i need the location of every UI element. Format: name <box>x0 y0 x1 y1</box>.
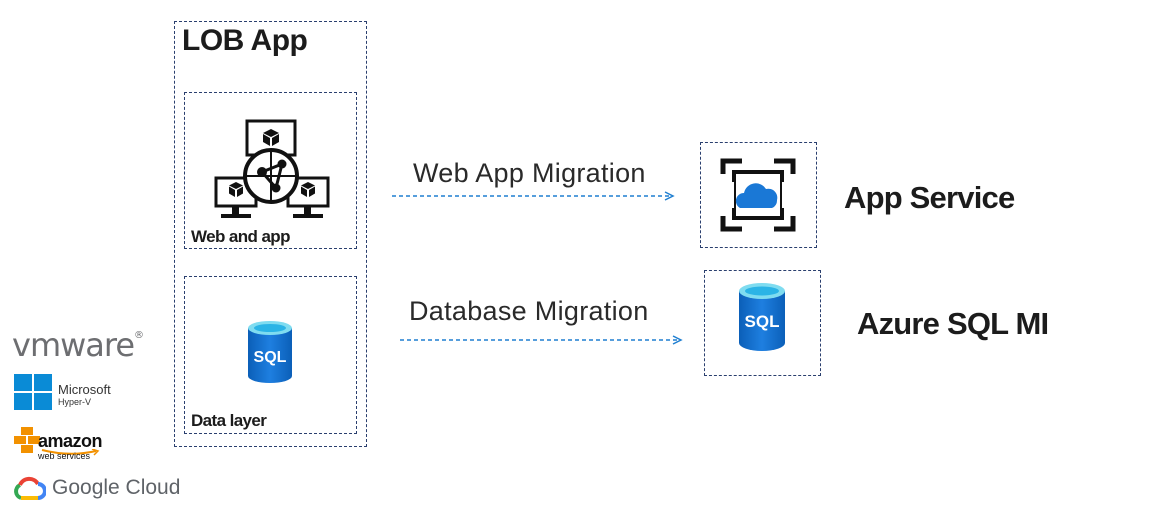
app-service-label: App Service <box>844 180 1015 215</box>
aws-logo: amazon web services <box>12 425 122 465</box>
app-service-box <box>700 142 817 248</box>
web-tier-box <box>184 92 357 249</box>
vmware-trademark: ® <box>134 330 144 341</box>
google-cloud-icon <box>14 476 46 500</box>
vmware-logo-text: vmware <box>12 326 135 364</box>
db-migration-arrow <box>400 335 683 345</box>
web-migration-label: Web App Migration <box>413 158 646 188</box>
hyperv-logo: Microsoft Hyper-V <box>14 374 134 412</box>
hyperv-line1: Microsoft <box>58 382 111 397</box>
sql-mi-label: Azure SQL MI <box>857 306 1049 341</box>
aws-smile-icon <box>41 449 100 456</box>
google-cloud-text: Google Cloud <box>52 476 181 499</box>
sql-icon-text: SQL <box>745 312 780 331</box>
sql-database-icon: SQL <box>248 321 292 383</box>
sql-icon-text: SQL <box>254 349 287 366</box>
web-app-network-icon <box>214 119 330 218</box>
aws-line2: web services <box>38 451 91 461</box>
windows-icon <box>14 374 52 410</box>
aws-line1: amazon <box>38 431 103 451</box>
lob-app-title: LOB App <box>182 24 308 57</box>
vmware-logo: vmware® <box>12 326 144 364</box>
data-tier-label: Data layer <box>191 411 267 430</box>
aws-boxes-icon <box>14 427 40 453</box>
db-migration-label: Database Migration <box>409 296 649 326</box>
lob-app-container <box>174 21 367 447</box>
sql-mi-box <box>704 270 821 376</box>
web-tier-label: Web and app <box>191 227 290 246</box>
app-service-icon <box>720 158 796 232</box>
data-tier-box <box>184 276 357 434</box>
google-cloud-logo: Google Cloud <box>12 474 192 504</box>
hyperv-line2: Hyper-V <box>58 397 92 407</box>
web-migration-arrow <box>392 191 675 201</box>
sql-mi-icon: SQL <box>739 283 785 351</box>
